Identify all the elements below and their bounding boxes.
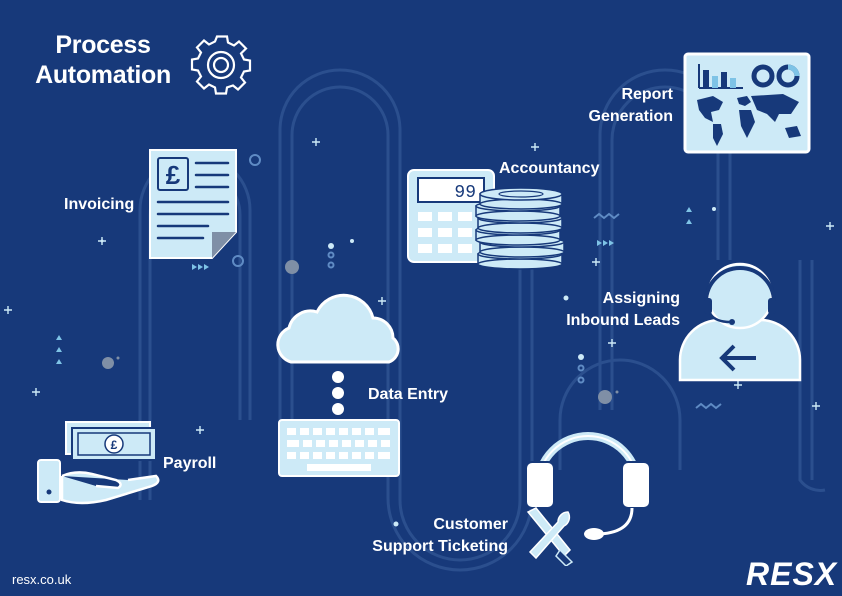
label-data-entry: Data Entry bbox=[368, 386, 449, 403]
label-accountancy: Accountancy bbox=[499, 160, 600, 177]
banknote-icon: £ bbox=[65, 421, 157, 461]
gear-icon bbox=[190, 35, 252, 95]
report-bar-chart-icon bbox=[698, 64, 743, 89]
banknote-symbol: £ bbox=[111, 438, 118, 452]
label-customer-support: Customer Support Ticketing bbox=[372, 516, 508, 555]
agent-avatar-icon bbox=[678, 262, 802, 382]
footer-url[interactable]: resx.co.uk bbox=[12, 572, 72, 587]
label-assigning-leads: Assigning Inbound Leads bbox=[566, 290, 680, 329]
calculator-display: 99 bbox=[454, 183, 476, 203]
page-title: Process Automation bbox=[35, 31, 171, 89]
tools-icon bbox=[526, 507, 574, 566]
arrow-left-icon bbox=[719, 344, 756, 372]
invoice-icon: £ bbox=[149, 149, 237, 259]
label-report-generation: Report Generation bbox=[588, 86, 673, 125]
headset-icon bbox=[525, 432, 651, 566]
invoice-symbol: £ bbox=[166, 160, 181, 190]
report-monitor-icon bbox=[683, 52, 811, 154]
cloud-icon bbox=[276, 293, 400, 364]
coins-icon bbox=[475, 187, 565, 270]
world-map-icon bbox=[697, 94, 801, 146]
keyboard-icon bbox=[278, 419, 400, 477]
label-payroll: Payroll bbox=[163, 455, 217, 472]
label-invoicing: Invoicing bbox=[64, 196, 135, 213]
hand-cash-icon: £ bbox=[37, 421, 160, 505]
calculator-icon: 99 bbox=[407, 169, 495, 263]
resx-logo: RESX bbox=[746, 556, 838, 592]
connector-dots bbox=[332, 371, 344, 415]
